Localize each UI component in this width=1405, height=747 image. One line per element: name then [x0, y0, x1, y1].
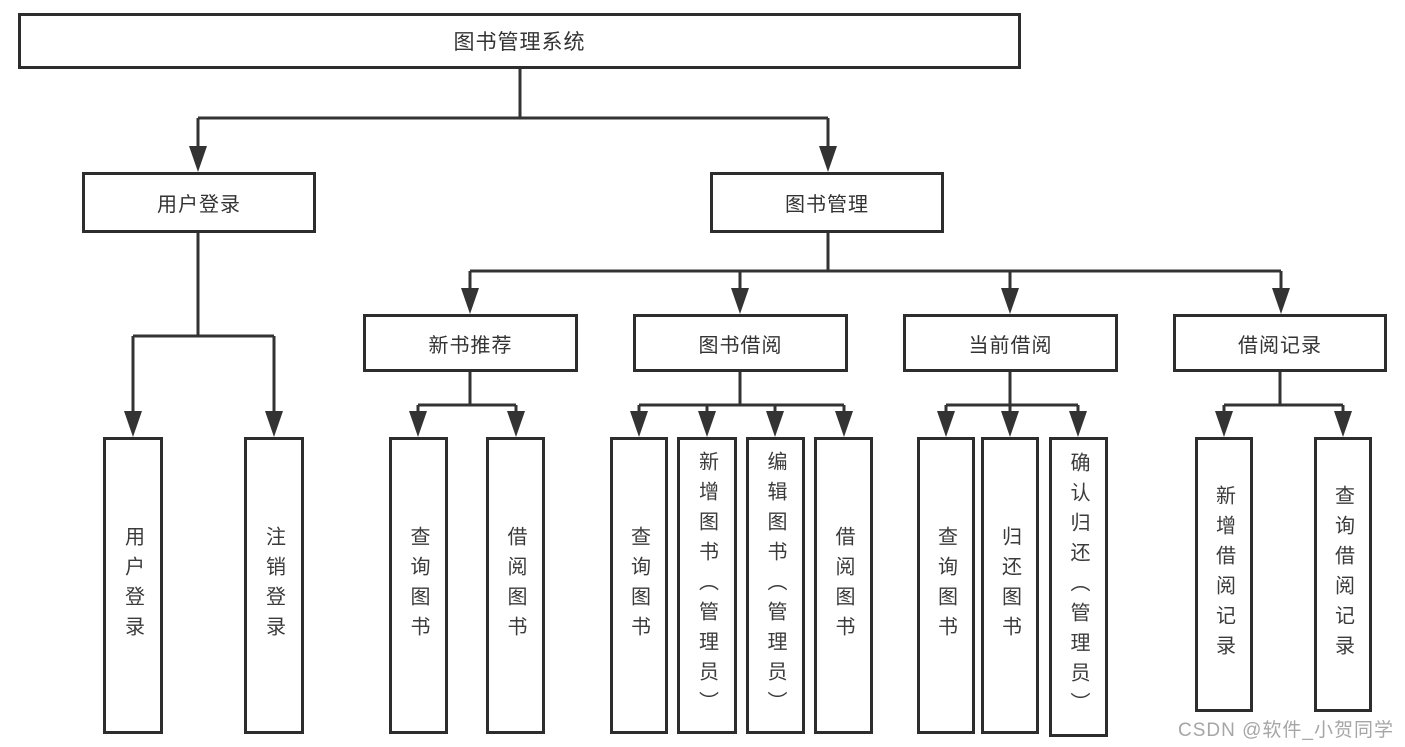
- node-current-borrowing: 当前借阅: [903, 314, 1118, 372]
- node-book-management: 图书管理: [710, 172, 944, 233]
- leaf-edit-books-admin: 编辑图书（管理员）: [746, 437, 805, 734]
- leaf-recommend-query-books: 查询图书: [389, 437, 448, 734]
- node-book-borrowing: 图书借阅: [633, 314, 848, 372]
- leaf-add-borrow-record: 新增借阅记录: [1195, 437, 1253, 712]
- leaf-current-query-books: 查询图书: [917, 437, 975, 734]
- leaf-user-login: 用户登录: [103, 437, 163, 734]
- node-new-book-recommend: 新书推荐: [363, 314, 578, 372]
- leaf-logout: 注销登录: [244, 437, 304, 734]
- leaf-query-borrow-record: 查询借阅记录: [1314, 437, 1372, 712]
- leaf-borrow-query-books: 查询图书: [610, 437, 668, 734]
- csdn-watermark: CSDN @软件_小贺同学: [1178, 720, 1394, 741]
- node-root-library-system: 图书管理系统: [18, 13, 1021, 69]
- node-user-login: 用户登录: [82, 172, 316, 233]
- leaf-return-books: 归还图书: [981, 437, 1039, 734]
- leaf-confirm-return-admin: 确认归还（管理员）: [1049, 437, 1108, 737]
- leaf-recommend-borrow-books: 借阅图书: [486, 437, 545, 734]
- leaf-borrow-books: 借阅图书: [814, 437, 873, 734]
- leaf-add-books-admin: 新增图书（管理员）: [677, 437, 737, 734]
- node-borrowing-records: 借阅记录: [1173, 314, 1387, 372]
